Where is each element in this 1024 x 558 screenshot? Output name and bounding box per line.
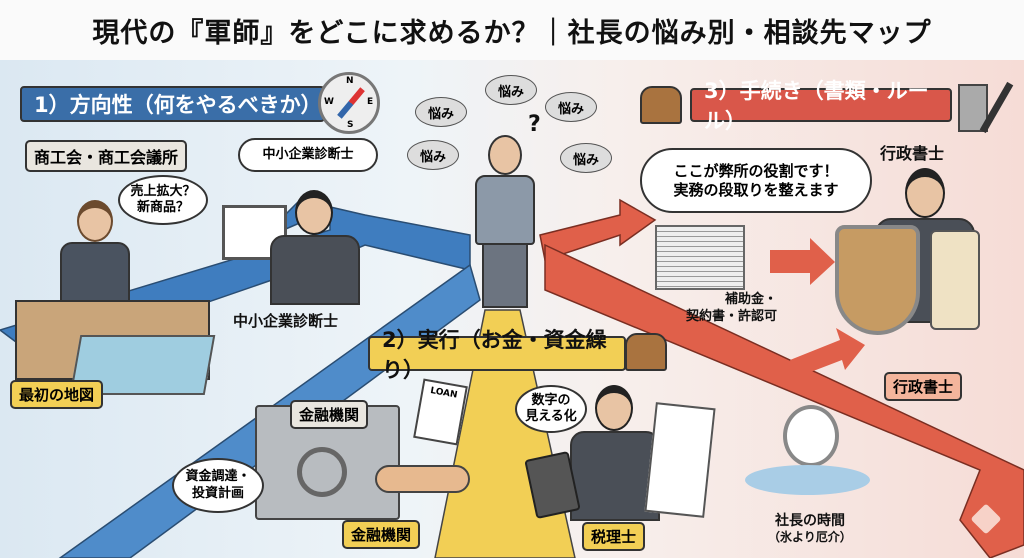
administrative-scrivener-tag: 行政書士 [884,372,963,401]
scroll-icon [930,230,980,330]
first-map-tag: 最初の地図 [10,380,104,409]
compass-icon: N S E W [318,72,380,134]
handshake-illustration [375,465,470,493]
red-path-band [544,243,1024,558]
treasure-chest-icon [640,86,682,124]
worry-bubble: 悩み [545,92,597,122]
financial-institution-tag: 金融機関 [342,520,421,549]
red-arrow-docs [770,238,835,285]
staff-speech-bubble: 売上拡大？ 新商品？ [118,175,208,225]
worry-bubble: 悩み [415,97,467,127]
consultant-speech-bubble: 中小企業診断士 [238,138,378,172]
administrative-scrivener-label: 行政書士 [880,144,945,163]
treasure-chest-icon [625,333,667,371]
scrivener-speech-bubble: ここが弊所の役割です！ 実務の段取りを整えます [640,148,872,213]
ceo-time-label: 社長の時間 [775,513,845,529]
melting-clock-icon [783,405,839,467]
section-2-label: 2）実行（お金・資金繰り） [368,328,626,382]
shield-icon [835,225,920,335]
safe-sign: 金融機関 [290,400,369,429]
financial-report-illustration [644,402,716,518]
chamber-of-commerce-sign: 商工会・商工会議所 [25,140,188,172]
consultant-label: 中小企業診断士 [233,312,339,330]
documents-label: 補助金・ 契約書・許認可 [686,292,778,324]
consultant-figure [265,190,365,310]
worry-bubble: 悩み [485,75,537,105]
tax-speech-bubble: 数字の 見える化 [515,385,587,433]
section-1-label: 1）方向性（何をやるべきか） [20,86,325,122]
troubled-ceo-figure [470,135,540,310]
worry-bubble: 悩み [407,140,459,170]
ceo-time-sub-label: （氷より厄介） [768,530,852,544]
section-3-label: 3）手続き（書類・ルール） [690,79,952,133]
document-stack-illustration [655,225,745,290]
red-arrow-shield [790,328,865,378]
page-title: 現代の『軍師』をどこに求めるか？｜社長の悩み別・相談先マップ [0,0,1024,60]
tax-accountant-tag: 税理士 [582,522,646,551]
worry-bubble: 悩み [560,143,612,173]
finance-speech-bubble: 資金調達・ 投資計画 [172,458,264,513]
question-mark: ? [528,112,541,137]
water-puddle [745,465,870,495]
chamber-staff-figure [55,200,135,310]
